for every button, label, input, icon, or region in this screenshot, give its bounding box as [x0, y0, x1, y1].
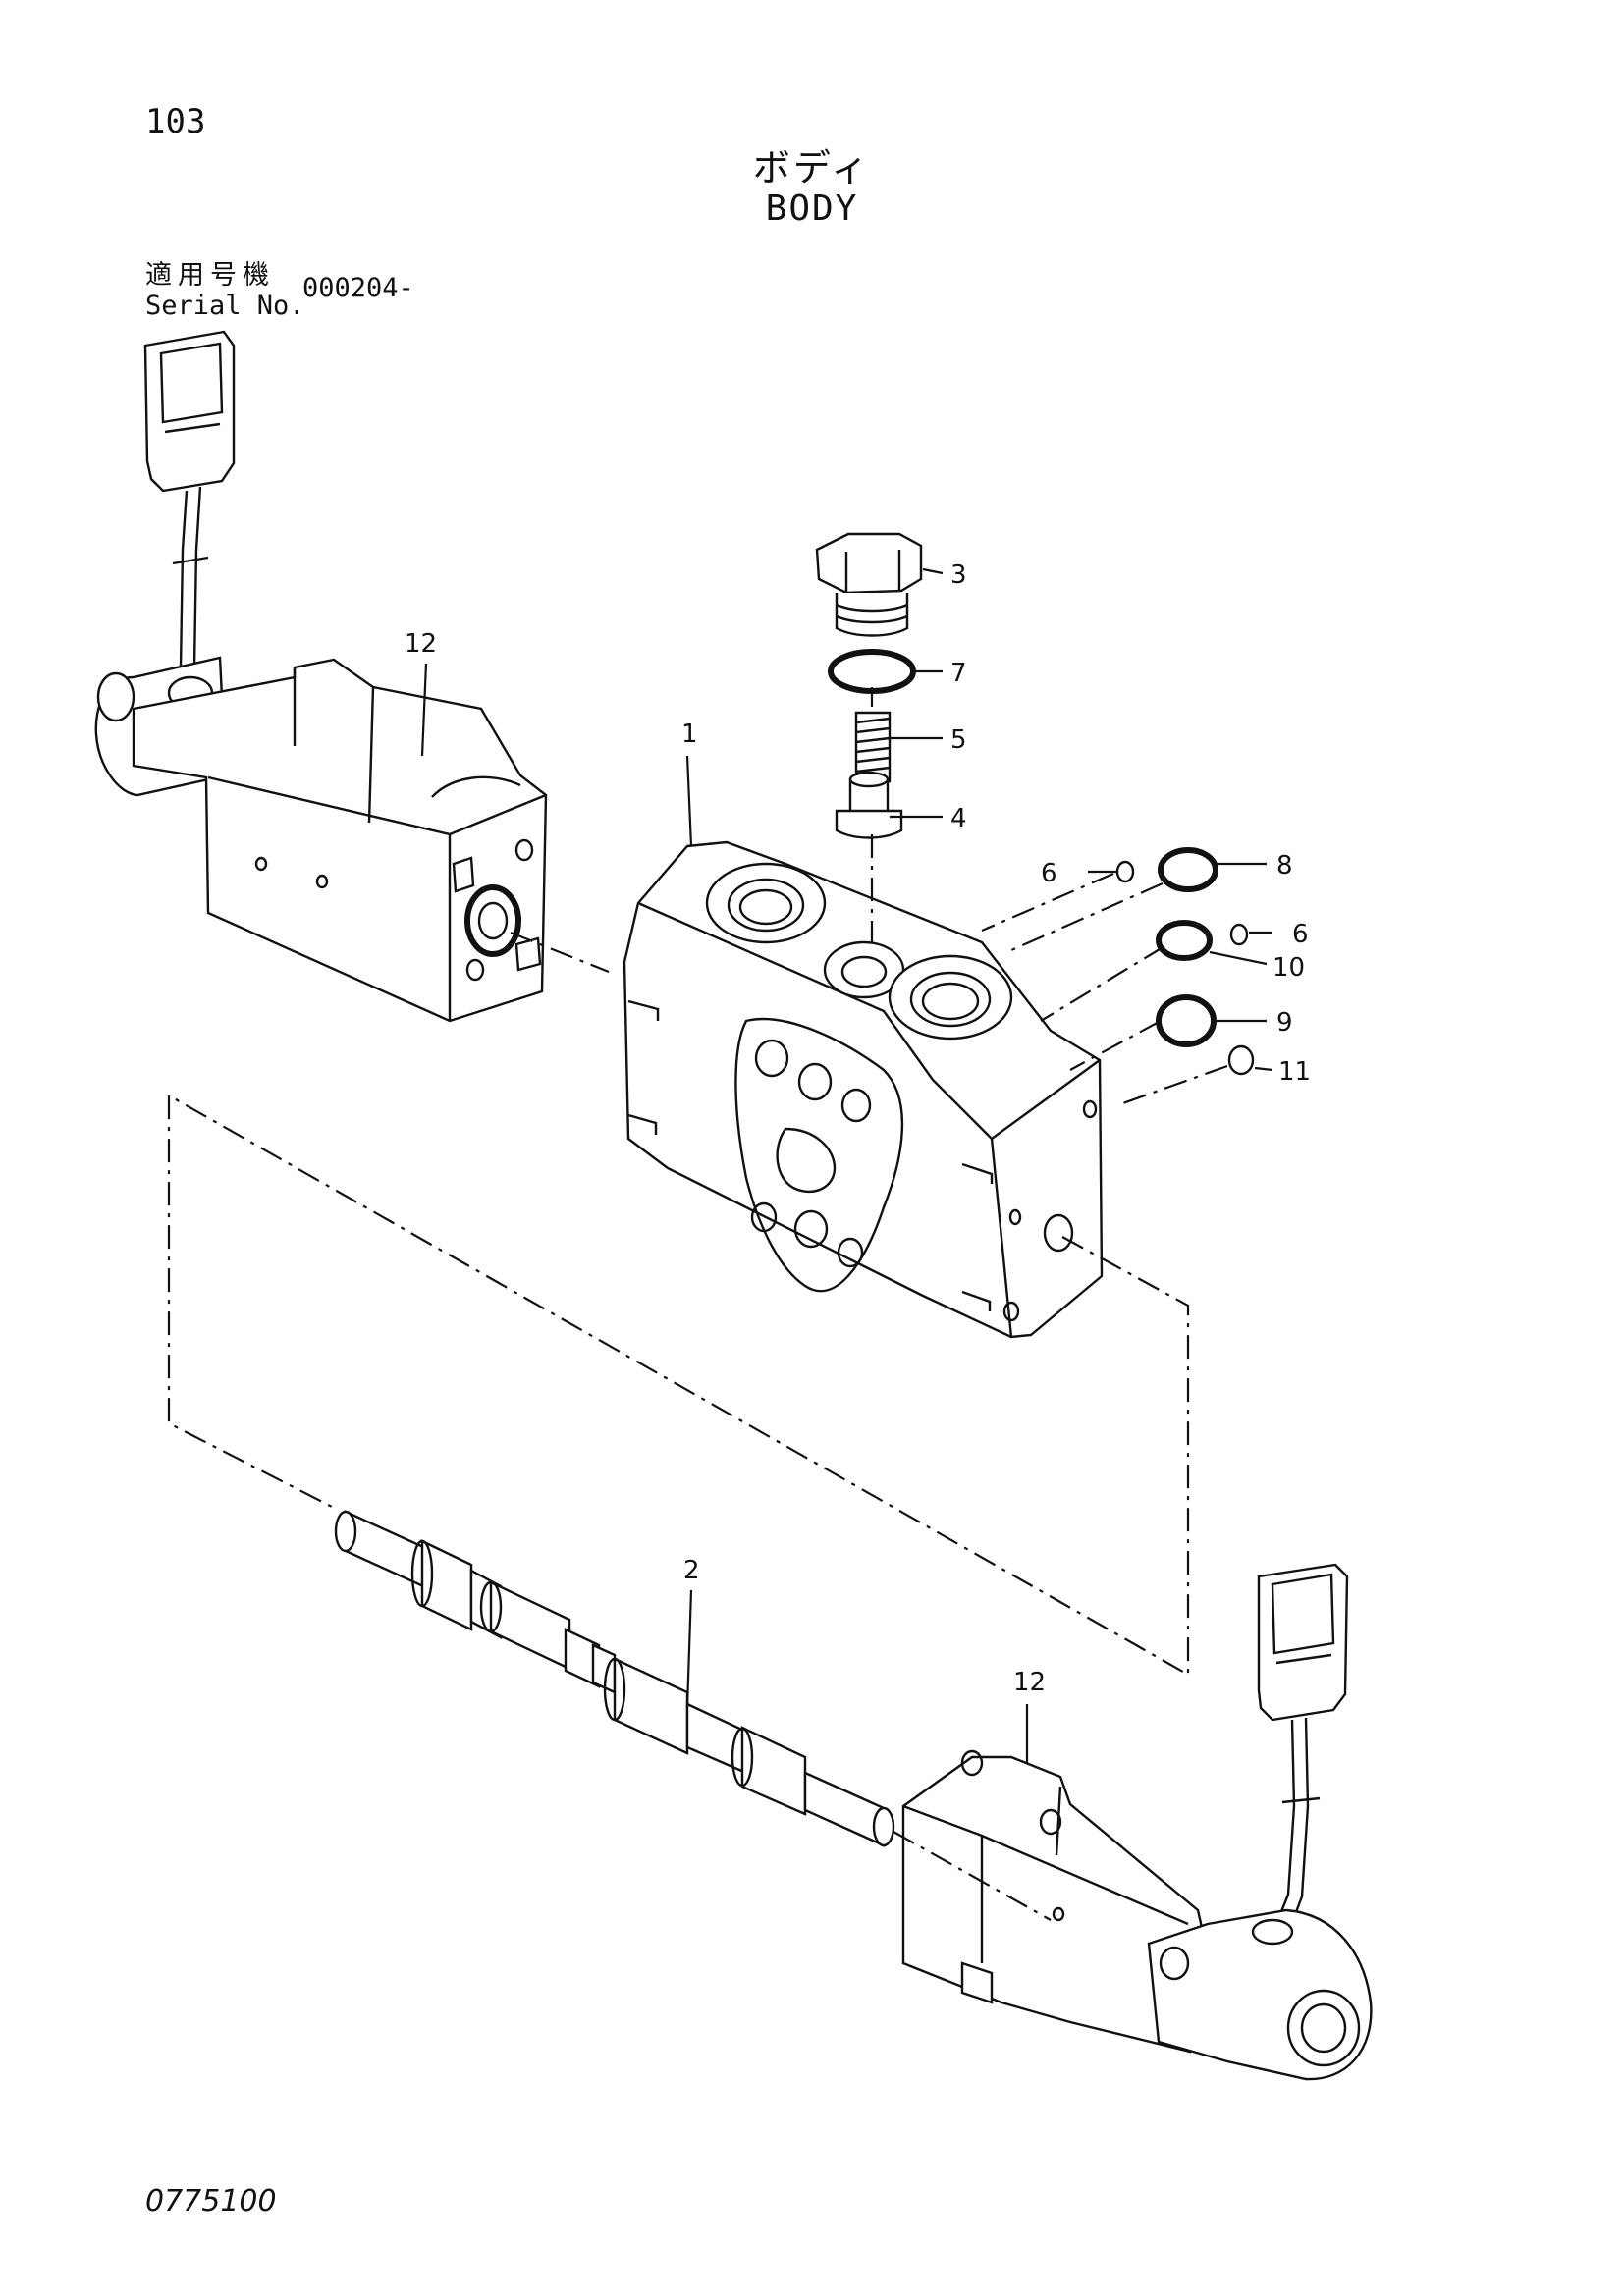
callout-7: 7 — [950, 659, 967, 688]
page-title-japanese: ボディ — [752, 146, 872, 189]
serial-label-japanese: 適用号機 — [145, 260, 275, 291]
o-ring-part-10[interactable] — [1156, 920, 1213, 961]
serial-number-value: 000204- — [302, 273, 414, 303]
callout-6-upper: 6 — [1041, 859, 1057, 888]
assembly-centerlines — [167, 687, 1228, 1921]
callout-10: 10 — [1272, 953, 1305, 983]
page-title: BODY — [765, 188, 859, 229]
plug-part-3[interactable] — [815, 532, 923, 637]
o-ring-part-9[interactable] — [1156, 994, 1217, 1047]
o-ring-part-7[interactable] — [828, 649, 916, 694]
serial-label: Serial No. — [145, 291, 305, 321]
callout-6-lower: 6 — [1292, 920, 1309, 949]
callout-3: 3 — [950, 561, 967, 590]
spring-part-5[interactable] — [854, 711, 892, 783]
callout-5: 5 — [950, 725, 967, 755]
callout-12-upper: 12 — [405, 629, 437, 659]
spool-part-2[interactable] — [334, 1510, 895, 1847]
callout-8: 8 — [1276, 851, 1293, 881]
solenoid-lower-right[interactable] — [901, 1563, 1373, 2081]
o-ring-part-6-lower[interactable] — [1229, 923, 1249, 946]
callout-11: 11 — [1278, 1057, 1311, 1087]
callout-labels: 3 7 5 4 6 8 6 10 9 11 1 12 2 12 — [405, 561, 1311, 1697]
page-number: 103 — [145, 102, 206, 141]
callout-1: 1 — [681, 720, 698, 749]
callout-leaders — [420, 567, 1273, 1763]
callout-4: 4 — [950, 804, 967, 833]
o-ring-part-8[interactable] — [1158, 847, 1218, 892]
callout-12-lower: 12 — [1013, 1668, 1046, 1697]
o-ring-part-6-upper[interactable] — [1115, 860, 1135, 883]
poppet-part-4[interactable] — [835, 771, 903, 839]
drawing-code: 0775100 — [145, 2184, 277, 2218]
backup-ring-part-11[interactable] — [1227, 1044, 1255, 1076]
valve-body[interactable] — [623, 840, 1104, 1339]
solenoid-upper-left[interactable] — [94, 330, 548, 1023]
callout-9: 9 — [1276, 1008, 1293, 1038]
callout-2: 2 — [683, 1556, 700, 1585]
